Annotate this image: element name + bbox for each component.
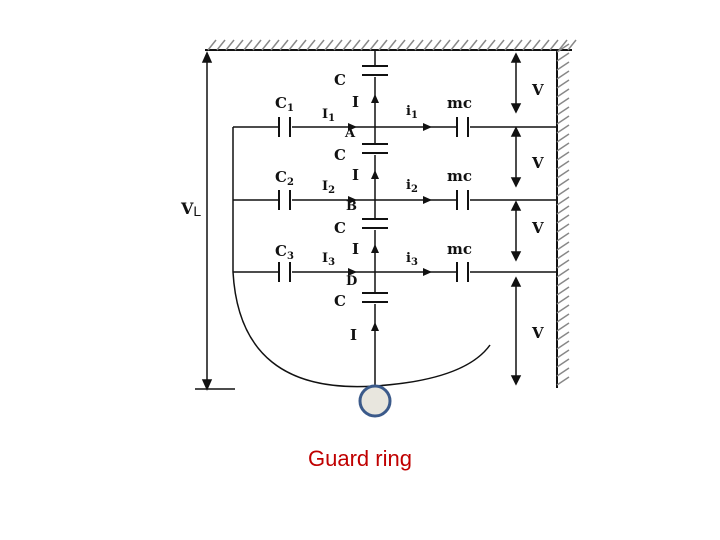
label-i-2: I	[352, 166, 359, 184]
capacitor-mc-1	[456, 117, 469, 137]
series-capacitor-2	[362, 143, 388, 154]
series-capacitor-4	[362, 292, 388, 303]
label-node-d: D	[346, 274, 357, 289]
right-wall-hatch	[556, 43, 570, 388]
label-c-3: C	[334, 219, 346, 237]
top-ground-hatch	[205, 39, 577, 51]
caption: Guard ring	[308, 446, 412, 471]
series-capacitor-3	[362, 218, 388, 229]
vl-arrow	[195, 51, 235, 391]
capacitor-c3	[278, 262, 291, 282]
label-i-4: I	[350, 326, 357, 344]
label-i-3: I	[352, 240, 359, 258]
label-v-4: V	[531, 324, 544, 342]
voltage-arrows	[510, 52, 522, 386]
label-c-4: C	[334, 292, 346, 310]
label-mc-1: mc	[447, 94, 472, 112]
label-node-b: B	[346, 199, 357, 214]
label-c-2: C	[334, 146, 346, 164]
capacitor-c1	[278, 117, 291, 137]
label-i2-lower: i2	[406, 178, 418, 195]
branch-current-arrows	[348, 123, 432, 276]
label-v-3: V	[531, 219, 544, 237]
label-c3: C3	[275, 242, 294, 262]
label-vl: VL	[180, 199, 201, 219]
label-i3-lower: i3	[406, 251, 418, 268]
guard-ring-arc	[232, 271, 491, 388]
label-i-1: I	[352, 93, 359, 111]
label-v-1: V	[531, 81, 544, 99]
label-node-a: A	[344, 126, 356, 141]
capacitor-c2	[278, 190, 291, 210]
label-i2-upper: I2	[322, 179, 335, 196]
capacitor-mc-3	[456, 262, 469, 282]
string-current-arrows	[371, 94, 379, 331]
label-c2: C2	[275, 168, 294, 188]
label-i3-upper: I3	[322, 251, 335, 268]
label-c-1: C	[334, 71, 346, 89]
series-capacitor-1	[362, 65, 388, 76]
label-i1-lower: i1	[406, 104, 418, 121]
guard-ring-electrode	[358, 384, 392, 418]
label-v-2: V	[531, 154, 544, 172]
label-mc-3: mc	[447, 240, 472, 258]
label-c1: C1	[275, 94, 294, 114]
label-i1-upper: I1	[322, 107, 335, 124]
capacitor-mc-2	[456, 190, 469, 210]
label-mc-2: mc	[447, 167, 472, 185]
